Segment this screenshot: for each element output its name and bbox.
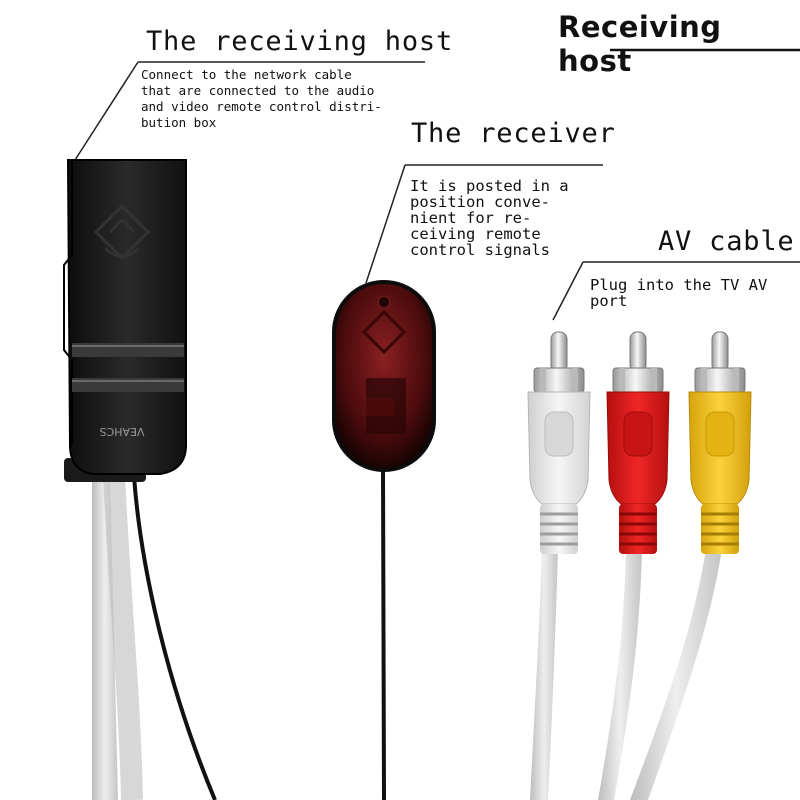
rca-plug-white <box>527 331 591 554</box>
receiver-title: The receiver <box>411 118 616 149</box>
ir-receiver-unit <box>332 280 436 472</box>
host-callout-lines <box>74 61 425 161</box>
av-callout-lines <box>552 261 800 321</box>
receiving-host-description: Connect to the network cable that are co… <box>141 67 382 130</box>
receiving-host-unit: VEAHCS <box>63 159 187 482</box>
rca-plug-red <box>606 331 670 554</box>
receiver-description: It is posted in a position conve- nient … <box>410 177 569 259</box>
receiving-host-title: The receiving host <box>146 26 453 57</box>
av-cable-title: AV cable <box>658 226 795 257</box>
av-cables <box>530 548 722 800</box>
corner-title: Receiving host <box>558 10 722 78</box>
host-cables <box>92 474 217 800</box>
receiver-cable <box>381 467 386 800</box>
av-cable-description: Plug into the TV AV port <box>590 276 768 310</box>
host-unit-print: VEAHCS <box>100 425 145 438</box>
rca-plug-yellow <box>688 331 752 554</box>
receiver-callout-lines <box>365 164 603 284</box>
